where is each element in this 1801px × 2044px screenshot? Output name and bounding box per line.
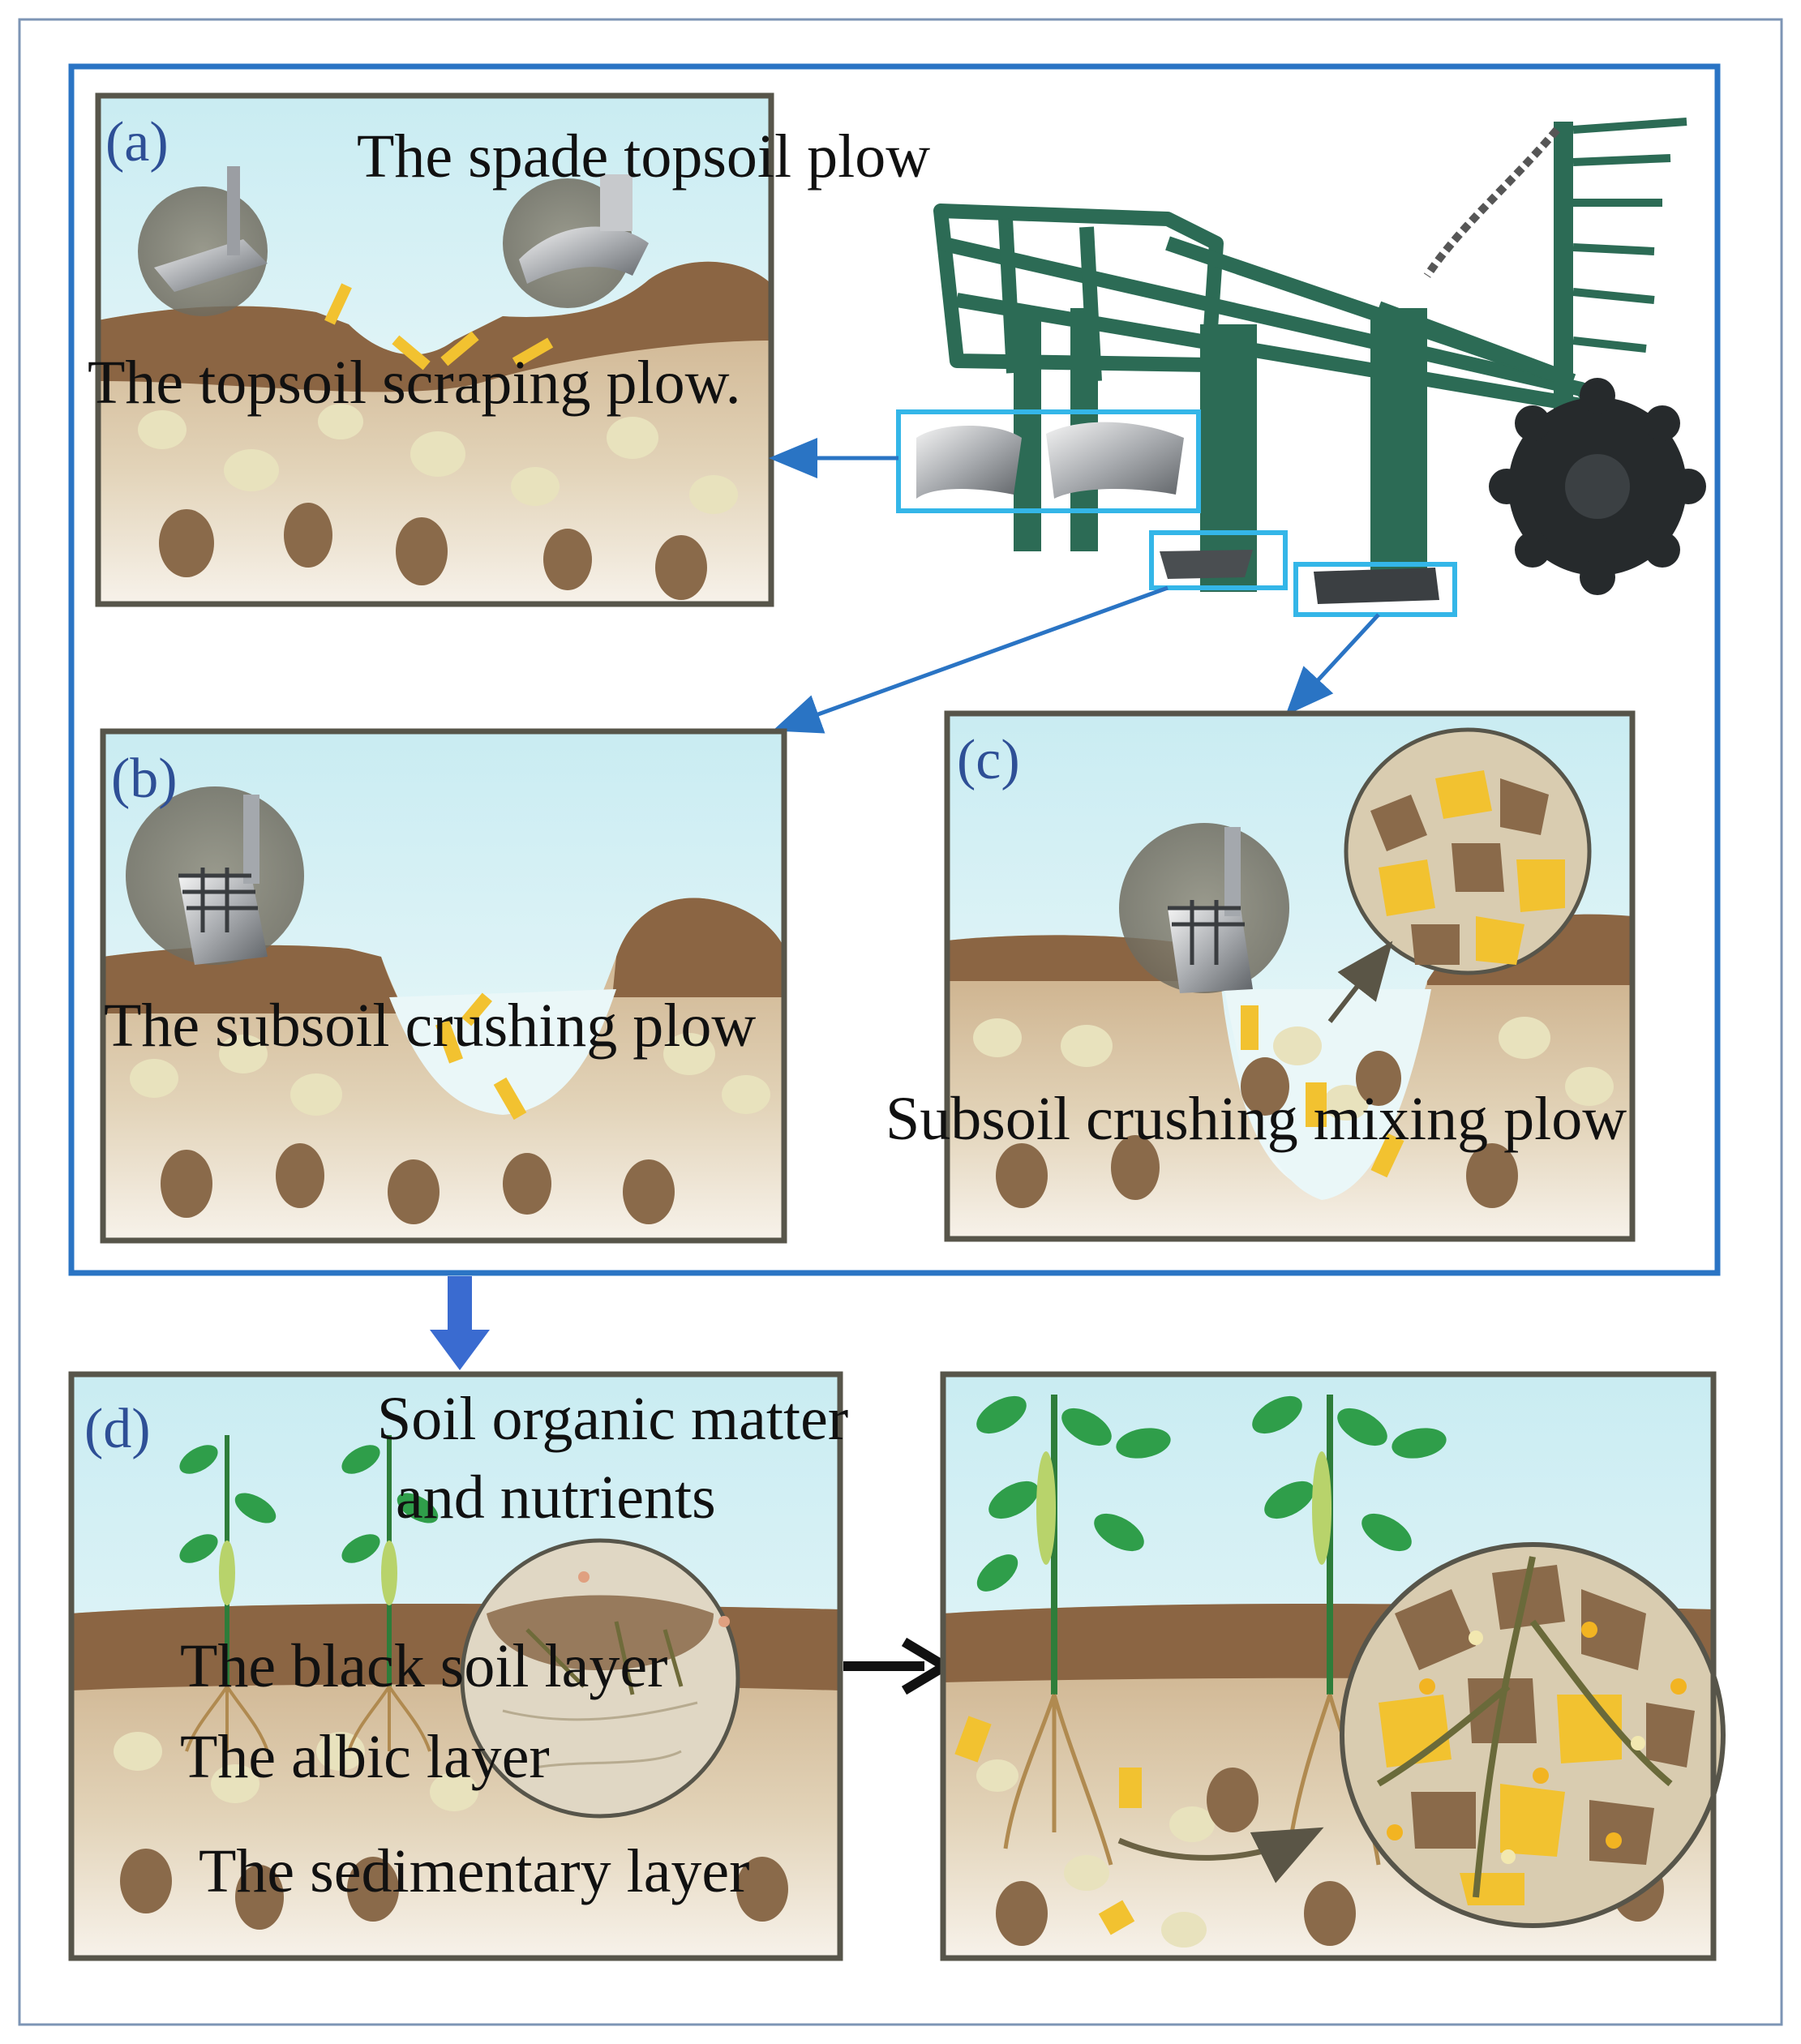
subsoil-crushing-plow-label: The subsoil crushing plow — [104, 992, 756, 1060]
spade-plow-label: The spade topsoil plow — [357, 122, 930, 191]
panel-b: (b) The subsoil crushing plow — [100, 728, 787, 1244]
stones-a — [138, 404, 738, 600]
process-right-arrow — [843, 1637, 954, 1695]
panel-d-after — [940, 1371, 1726, 1961]
plant-1 — [179, 1435, 277, 1752]
albic-layer-label: The albic layer — [180, 1723, 550, 1791]
panel-b-letter: (b) — [111, 748, 178, 810]
mixed-soil-pieces — [1370, 770, 1565, 965]
organic-matter-label-line1: Soil organic matter — [377, 1385, 848, 1453]
plant-4 — [1252, 1395, 1447, 1866]
sedimentary-layer-label: The sedimentary layer — [199, 1837, 749, 1905]
highlight-box-a — [896, 409, 1201, 513]
panel-a-letter: (a) — [105, 111, 169, 174]
panel-d-before: (d) Soil organic matter and nutrients Th… — [68, 1371, 848, 1961]
plant-3 — [976, 1395, 1171, 1866]
highlight-box-b — [1149, 530, 1288, 590]
black-soil-layer-label: The black soil layer — [180, 1632, 667, 1700]
stones-c — [973, 1017, 1614, 1208]
highlight-box-c — [1293, 562, 1457, 617]
scraping-plow-label: The topsoil scraping plow. — [88, 349, 741, 417]
arrow-to-b — [772, 585, 1169, 734]
plow-machine — [896, 118, 1706, 617]
process-down-arrow — [430, 1276, 490, 1370]
panel-c: (c) Subsoil crushing mixing plow — [885, 710, 1636, 1242]
panel-c-letter: (c) — [957, 729, 1020, 791]
organic-matter-label-line2: and nutrients — [396, 1463, 716, 1532]
stones-d1 — [114, 1732, 788, 1930]
panel-a: (a) The spade topsoil plow The topsoil s… — [88, 92, 930, 607]
outer-frame — [18, 18, 1783, 2026]
plow-section-frame — [68, 63, 1721, 1276]
subsoil-mixing-plow-label: Subsoil crushing mixing plow — [885, 1085, 1627, 1153]
panel-d-letter: (d) — [84, 1398, 151, 1460]
stones-b — [130, 1033, 770, 1224]
plant-2 — [341, 1435, 439, 1752]
arrow-to-c — [1285, 613, 1380, 716]
